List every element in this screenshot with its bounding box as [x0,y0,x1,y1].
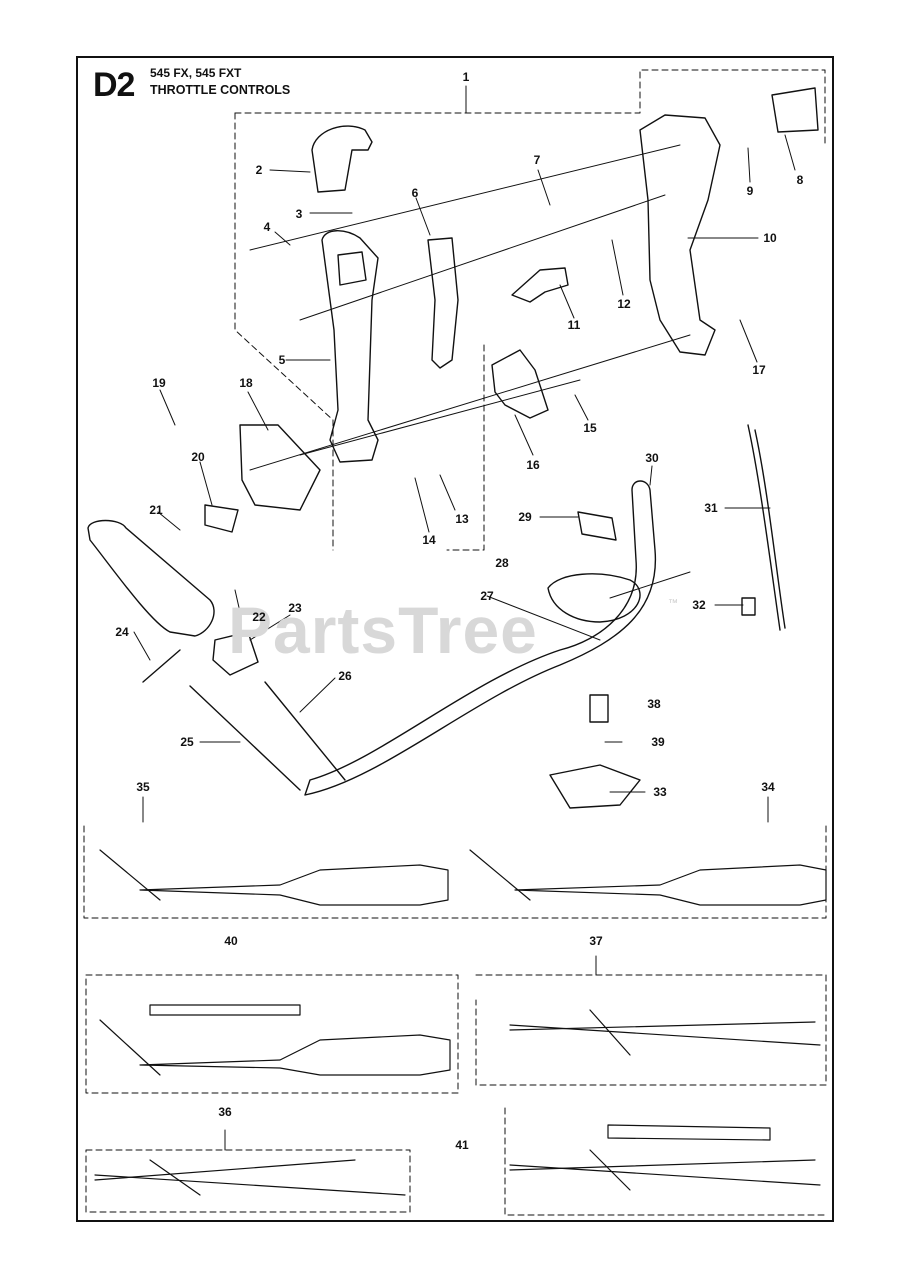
callout-32: 32 [692,598,706,612]
diagram-frame [76,56,834,1222]
callout-29: 29 [518,510,532,524]
callout-30: 30 [645,451,659,465]
assembly-axis-lines [249,144,691,599]
callout-8: 8 [796,173,804,187]
throttle-trigger-shape [311,125,373,193]
callout-1: 1 [462,70,470,84]
callout-28: 28 [495,556,509,570]
callout-5: 5 [278,353,286,367]
callout-33: 33 [653,785,667,799]
callout-18: 18 [239,376,253,390]
trademark-symbol: ™ [668,598,678,609]
callout-6: 6 [411,186,419,200]
callout-15: 15 [583,421,597,435]
callout-17: 17 [752,363,766,377]
callout-23: 23 [288,601,302,615]
callout-7: 7 [533,153,541,167]
lever-shape [511,267,569,303]
callout-16: 16 [526,458,540,472]
handle-mount-shape [547,573,641,623]
lower-mount-shape [549,764,641,809]
handle-body-shape [321,230,379,463]
callout-25: 25 [180,735,194,749]
callout-10: 10 [763,231,777,245]
callout-39: 39 [651,735,665,749]
callout-37: 37 [589,934,603,948]
callout-21: 21 [149,503,163,517]
diagram-title: THROTTLE CONTROLS [150,83,291,97]
loop-handle-bar-shape [304,480,657,796]
plate-shape [577,511,617,541]
small-bracket-shape [741,597,756,616]
callout-35: 35 [136,780,150,794]
callout-20: 20 [191,450,205,464]
mount-bracket-shape [491,349,549,419]
spring-shape [589,694,609,723]
callout-9: 9 [746,184,754,198]
callout-4: 4 [263,220,271,234]
callout-31: 31 [704,501,718,515]
assembled-variant-drawings [94,849,827,1196]
end-cover-shape [239,424,321,511]
rubber-grip-shape [87,519,215,637]
switch-block-shape [771,87,819,133]
callout-38: 38 [647,697,661,711]
diagram-code: D2 [93,66,135,104]
callout-11: 11 [567,318,581,332]
callout-12: 12 [617,297,631,311]
callout-36: 36 [218,1105,232,1119]
callout-40: 40 [224,934,238,948]
clip-shape [204,504,239,533]
model-list: 545 FX, 545 FXT [150,66,242,80]
callout-2: 2 [255,163,263,177]
callout-3: 3 [295,207,303,221]
housing-cover-shape [639,114,721,356]
callout-41: 41 [455,1138,469,1152]
callout-24: 24 [115,625,129,639]
callout-27: 27 [480,589,494,603]
callout-22: 22 [252,610,266,624]
callout-14: 14 [422,533,436,547]
callout-leaders [133,85,796,1151]
trigger-bracket-shape [427,237,459,369]
callout-13: 13 [455,512,469,526]
callout-19: 19 [152,376,166,390]
callout-26: 26 [338,669,352,683]
watermark: PartsTree [228,593,538,667]
wire-harness-shape [747,424,781,631]
clamp-shape [212,631,259,676]
callout-34: 34 [761,780,775,794]
